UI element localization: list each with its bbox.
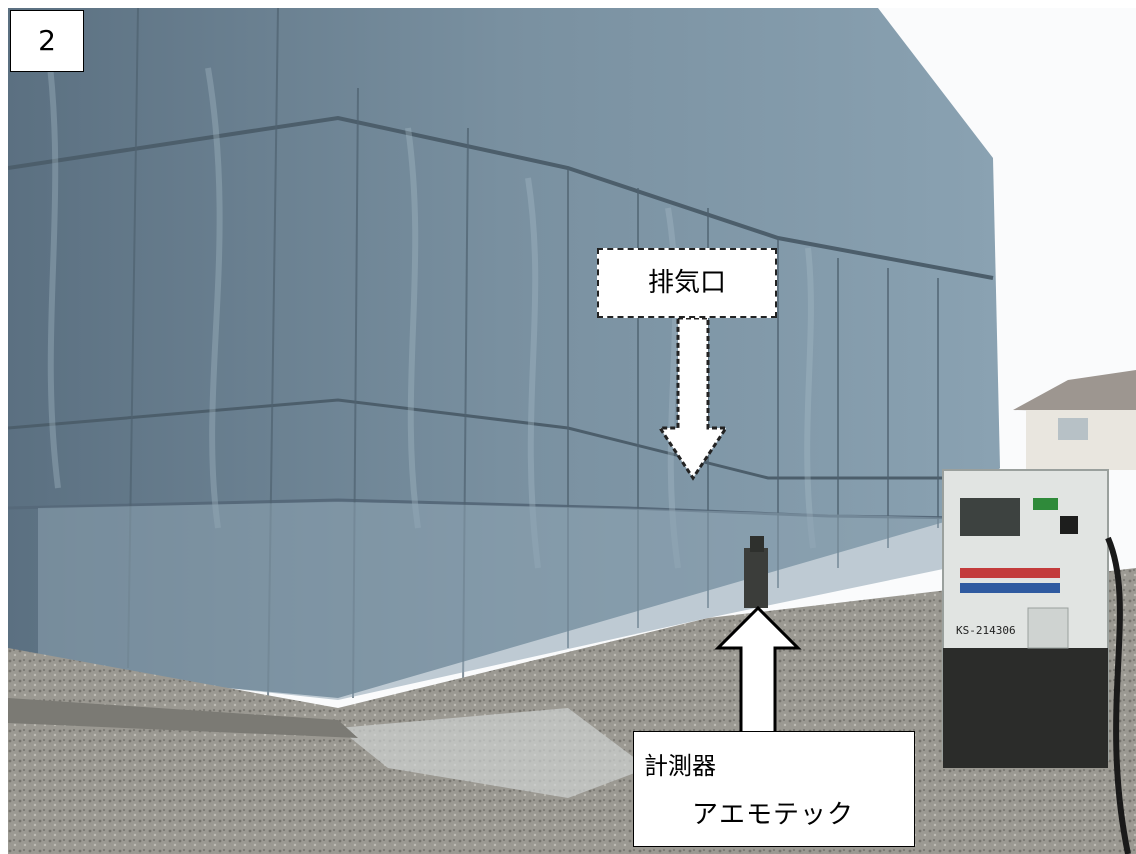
site-photo: KS-214306 bbox=[8, 8, 1136, 854]
hose bbox=[1105, 536, 1131, 854]
measuring-instrument bbox=[744, 536, 768, 608]
figure-number-label: 2 bbox=[10, 10, 84, 72]
generator-plate: KS-214306 bbox=[956, 624, 1016, 637]
exhaust-label: 排気口 bbox=[597, 248, 777, 318]
meter-title: 計測器 bbox=[644, 752, 716, 780]
neighbour-house bbox=[1013, 370, 1136, 470]
meter-name: アエモテック bbox=[692, 800, 855, 830]
site-photo-drawing: KS-214306 bbox=[8, 8, 1136, 854]
meter-arrow-icon bbox=[714, 605, 802, 735]
curb bbox=[8, 698, 358, 738]
exhaust-arrow-icon bbox=[657, 316, 729, 481]
tarp-covered-building bbox=[8, 8, 1000, 700]
meter-label-box: 計測器 アエモテック bbox=[633, 731, 915, 847]
generator: KS-214306 bbox=[942, 469, 1109, 768]
ground-sheet bbox=[338, 708, 648, 798]
